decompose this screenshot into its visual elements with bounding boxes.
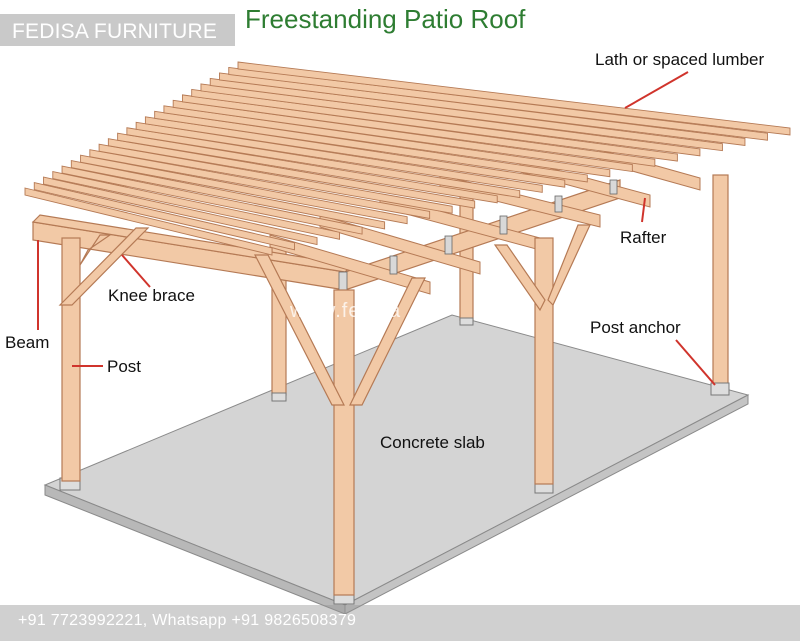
leader-post-anchor xyxy=(675,339,716,386)
label-rafter: Rafter xyxy=(620,228,667,247)
watermark-text: www.fedisa xyxy=(290,300,402,322)
lath-board xyxy=(200,83,701,157)
label-knee-brace: Knee brace xyxy=(108,286,195,305)
lath-board xyxy=(126,127,521,199)
leader-knee-brace xyxy=(121,254,151,288)
lath-board xyxy=(163,105,611,178)
concrete-slab xyxy=(43,314,750,615)
lath-board xyxy=(228,66,768,141)
lath-board xyxy=(80,154,408,225)
lath-board xyxy=(107,138,476,209)
rafter-hangers xyxy=(338,179,618,295)
lath-board xyxy=(181,94,656,167)
lath-board xyxy=(144,116,566,188)
lath-board xyxy=(117,132,498,204)
lath-board xyxy=(172,99,633,173)
lath-board xyxy=(209,77,723,152)
lath-board xyxy=(154,110,588,183)
label-beam: Beam xyxy=(5,333,50,352)
lath-board xyxy=(70,160,386,230)
lath-board xyxy=(24,187,273,256)
lath-boards xyxy=(24,61,791,256)
knee-braces xyxy=(58,224,591,406)
footer-contact: +91 7723992221, Whatsapp +91 9826508379 xyxy=(18,612,357,629)
lath-board xyxy=(52,171,341,240)
lath-board xyxy=(237,61,791,136)
diagram-title: Freestanding Patio Roof xyxy=(245,4,526,34)
leader-lath xyxy=(624,71,689,109)
lath-board xyxy=(33,181,295,251)
lath-board xyxy=(219,72,746,146)
label-post-anchor: Post anchor xyxy=(590,318,681,337)
lath-board xyxy=(98,143,453,214)
lath-board xyxy=(89,149,431,220)
label-concrete-slab: Concrete slab xyxy=(380,433,485,452)
lath-board xyxy=(43,176,318,246)
brand-name: FEDISA FURNITURE xyxy=(12,20,218,43)
lath-board xyxy=(135,121,543,193)
leader-rafter xyxy=(641,197,646,223)
lath-board xyxy=(61,165,363,235)
lath-board xyxy=(191,88,678,162)
label-lath: Lath or spaced lumber xyxy=(595,50,765,69)
label-post: Post xyxy=(107,357,142,376)
brand-banner xyxy=(0,14,235,46)
footer-bar xyxy=(0,605,800,641)
